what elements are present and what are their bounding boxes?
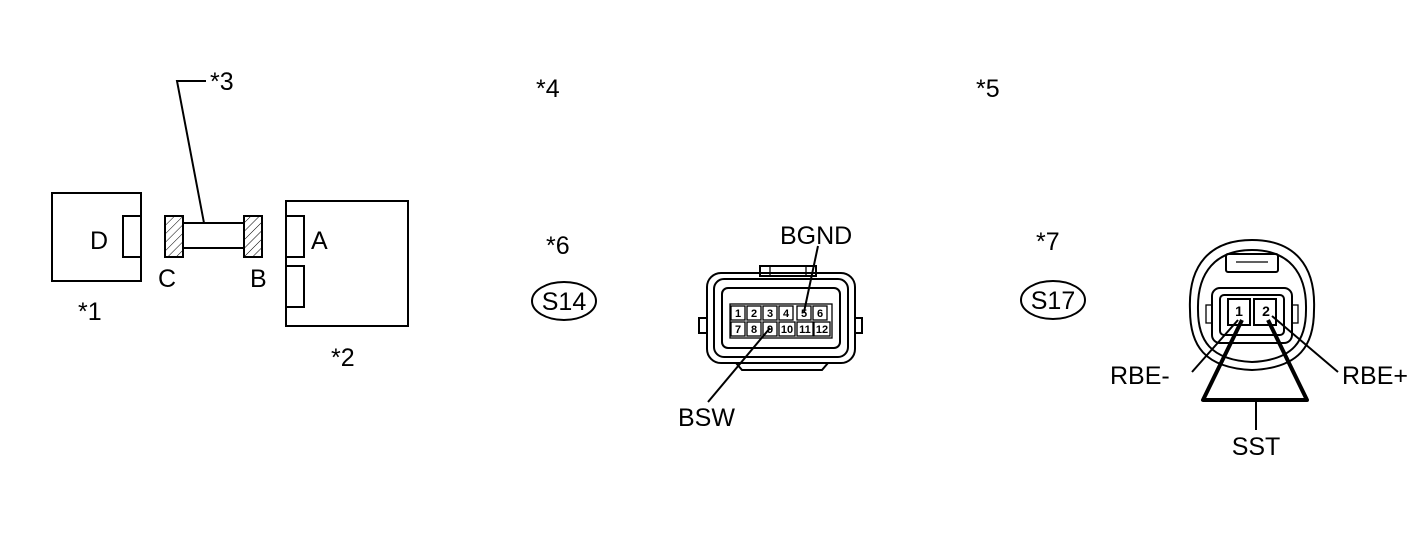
callout-1: *1 bbox=[78, 298, 102, 326]
connector-code-badge-s17 bbox=[1020, 280, 1086, 320]
pin-cell bbox=[813, 321, 831, 337]
pin-cell bbox=[778, 321, 796, 337]
port-d-socket bbox=[122, 215, 142, 258]
pin-cell bbox=[730, 305, 746, 321]
callout-7: *7 bbox=[1036, 228, 1060, 256]
bsw-leader bbox=[707, 327, 771, 403]
pin-cell bbox=[778, 305, 794, 321]
callout-5: *5 bbox=[976, 75, 1000, 103]
pin-cell bbox=[812, 305, 828, 321]
port-b-label: B bbox=[250, 265, 267, 293]
connector-s17-view: *5 *7 S17 1 2 SST RBE- bbox=[976, 75, 1408, 461]
plug-b bbox=[243, 215, 263, 258]
rbe-minus-leader bbox=[1191, 319, 1239, 373]
terminal-bsw-label: BSW bbox=[678, 404, 735, 432]
callout-2: *2 bbox=[331, 344, 355, 372]
pin-label: 12 bbox=[816, 324, 828, 336]
terminal-rbe-minus-label: RBE- bbox=[1110, 362, 1170, 390]
connector-s14 bbox=[698, 265, 863, 371]
pin-cell bbox=[762, 305, 778, 321]
pin-label: 2 bbox=[1262, 303, 1270, 319]
callout-3: *3 bbox=[210, 68, 234, 96]
component-2-body bbox=[285, 200, 409, 327]
port-c-label: C bbox=[158, 265, 176, 293]
connector-code-badge-s14 bbox=[531, 281, 597, 321]
pin-label: 8 bbox=[751, 324, 757, 336]
pin-cell bbox=[796, 321, 814, 337]
pin-label: 4 bbox=[783, 308, 790, 320]
pin-cell bbox=[796, 305, 812, 321]
pin-label: 7 bbox=[735, 324, 741, 336]
connector-s17 bbox=[1188, 238, 1316, 372]
callout-3-leader bbox=[175, 80, 206, 224]
port-a-socket bbox=[285, 215, 305, 258]
sst-probe bbox=[1201, 319, 1309, 402]
port-a-socket-lower bbox=[285, 265, 305, 308]
rbe-plus-leader bbox=[1271, 315, 1339, 373]
pin-label: 1 bbox=[735, 308, 741, 320]
tool-sst-label: SST bbox=[1232, 433, 1281, 461]
pin-label: 1 bbox=[1235, 303, 1243, 319]
terminal-rbe-plus-label: RBE+ bbox=[1342, 362, 1408, 390]
pin-cell bbox=[762, 321, 778, 337]
pin-label: 10 bbox=[781, 324, 793, 336]
pin-label: 9 bbox=[767, 324, 773, 336]
pin-cell bbox=[746, 305, 762, 321]
pin-cell bbox=[730, 321, 746, 337]
port-a-label: A bbox=[311, 227, 328, 255]
connector-code-s14: S14 bbox=[542, 288, 587, 316]
connector-s14-view: *4 *6 S14 1 2 3 bbox=[531, 75, 863, 432]
pin-label: 2 bbox=[751, 308, 757, 320]
pin-label: 6 bbox=[817, 308, 823, 320]
harness-wire bbox=[182, 222, 245, 249]
adapter-assembly: D *1 C B *3 A *2 bbox=[51, 68, 409, 372]
pin-label: 5 bbox=[801, 308, 807, 320]
connector-s14-pins: 1 2 3 4 5 6 7 8 9 10 11 12 bbox=[730, 305, 831, 337]
bgnd-leader bbox=[803, 245, 819, 313]
port-d-label: D bbox=[90, 227, 108, 255]
pin-label: 11 bbox=[799, 324, 811, 336]
pin-cell bbox=[746, 321, 762, 337]
callout-4: *4 bbox=[536, 75, 560, 103]
plug-c bbox=[164, 215, 184, 258]
callout-6: *6 bbox=[546, 232, 570, 260]
terminal-bgnd-label: BGND bbox=[780, 222, 852, 250]
pin-label: 3 bbox=[767, 308, 773, 320]
connector-code-s17: S17 bbox=[1031, 287, 1075, 315]
